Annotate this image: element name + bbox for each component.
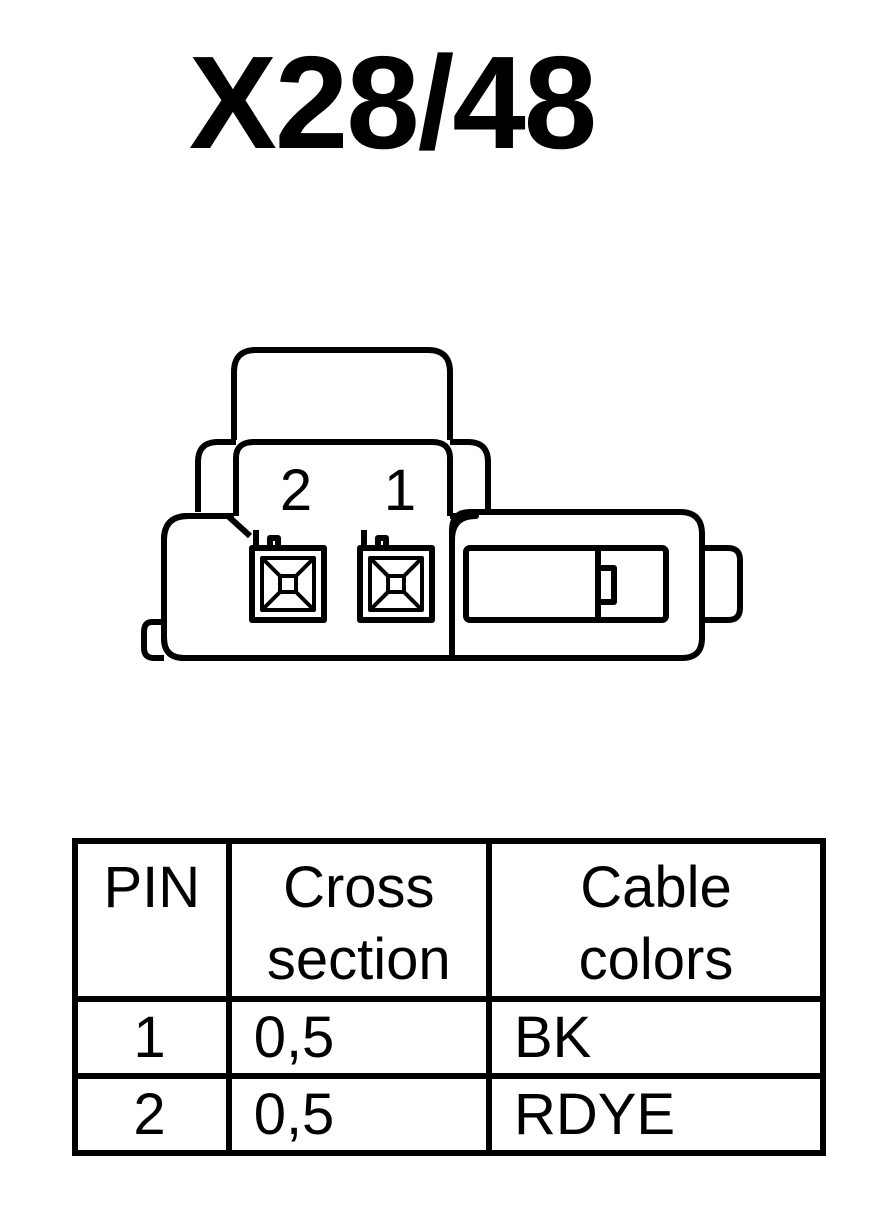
pin-2-cavity	[249, 530, 327, 623]
connector-pin-chamber	[233, 439, 453, 516]
connector-body-top-left	[188, 513, 253, 539]
header-pin-label: PIN	[103, 855, 201, 920]
row-1-pin: 1	[72, 996, 232, 1079]
row-2-cross-section: 0,5	[225, 1073, 492, 1156]
connector-window	[463, 545, 669, 623]
connector-left-shoulder	[195, 439, 236, 512]
table-header-row: PIN Cross section Cable colors	[72, 838, 827, 1002]
connector-diagram: 2 1	[141, 347, 743, 661]
row-2-cable-color: RDYE	[485, 1073, 827, 1156]
table-row: 1 0,5 BK	[72, 996, 827, 1079]
connector-title: X28/48	[188, 29, 597, 176]
connector-right-tab	[702, 545, 743, 623]
pin-assignment-table: PIN Cross section Cable colors 1 0,5 BK …	[72, 838, 827, 1156]
header-cross-section: Cross section	[225, 838, 492, 1002]
pin-1-cavity	[357, 530, 435, 623]
header-cable-colors-line-1: Cable	[580, 855, 732, 920]
pin-label-2: 2	[280, 458, 312, 523]
header-cable-colors-line-2: colors	[578, 927, 734, 992]
table-row: 2 0,5 RDYE	[72, 1073, 827, 1156]
row-1-cross-section: 0,5	[225, 996, 492, 1079]
header-cross-section-line-2: section	[266, 927, 451, 992]
header-pin: PIN	[72, 838, 232, 1002]
connector-window-notch	[595, 565, 617, 605]
connector-right-shoulder	[450, 439, 491, 512]
header-cross-section-line-1: Cross	[283, 855, 435, 920]
header-cable-colors: Cable colors	[485, 838, 827, 1002]
row-1-cable-color: BK	[485, 996, 827, 1079]
connector-latch	[231, 347, 453, 440]
connector-body-outline	[161, 509, 705, 661]
connector-left-foot	[141, 619, 164, 661]
pin-label-1: 1	[384, 458, 416, 523]
row-2-pin: 2	[72, 1073, 232, 1156]
